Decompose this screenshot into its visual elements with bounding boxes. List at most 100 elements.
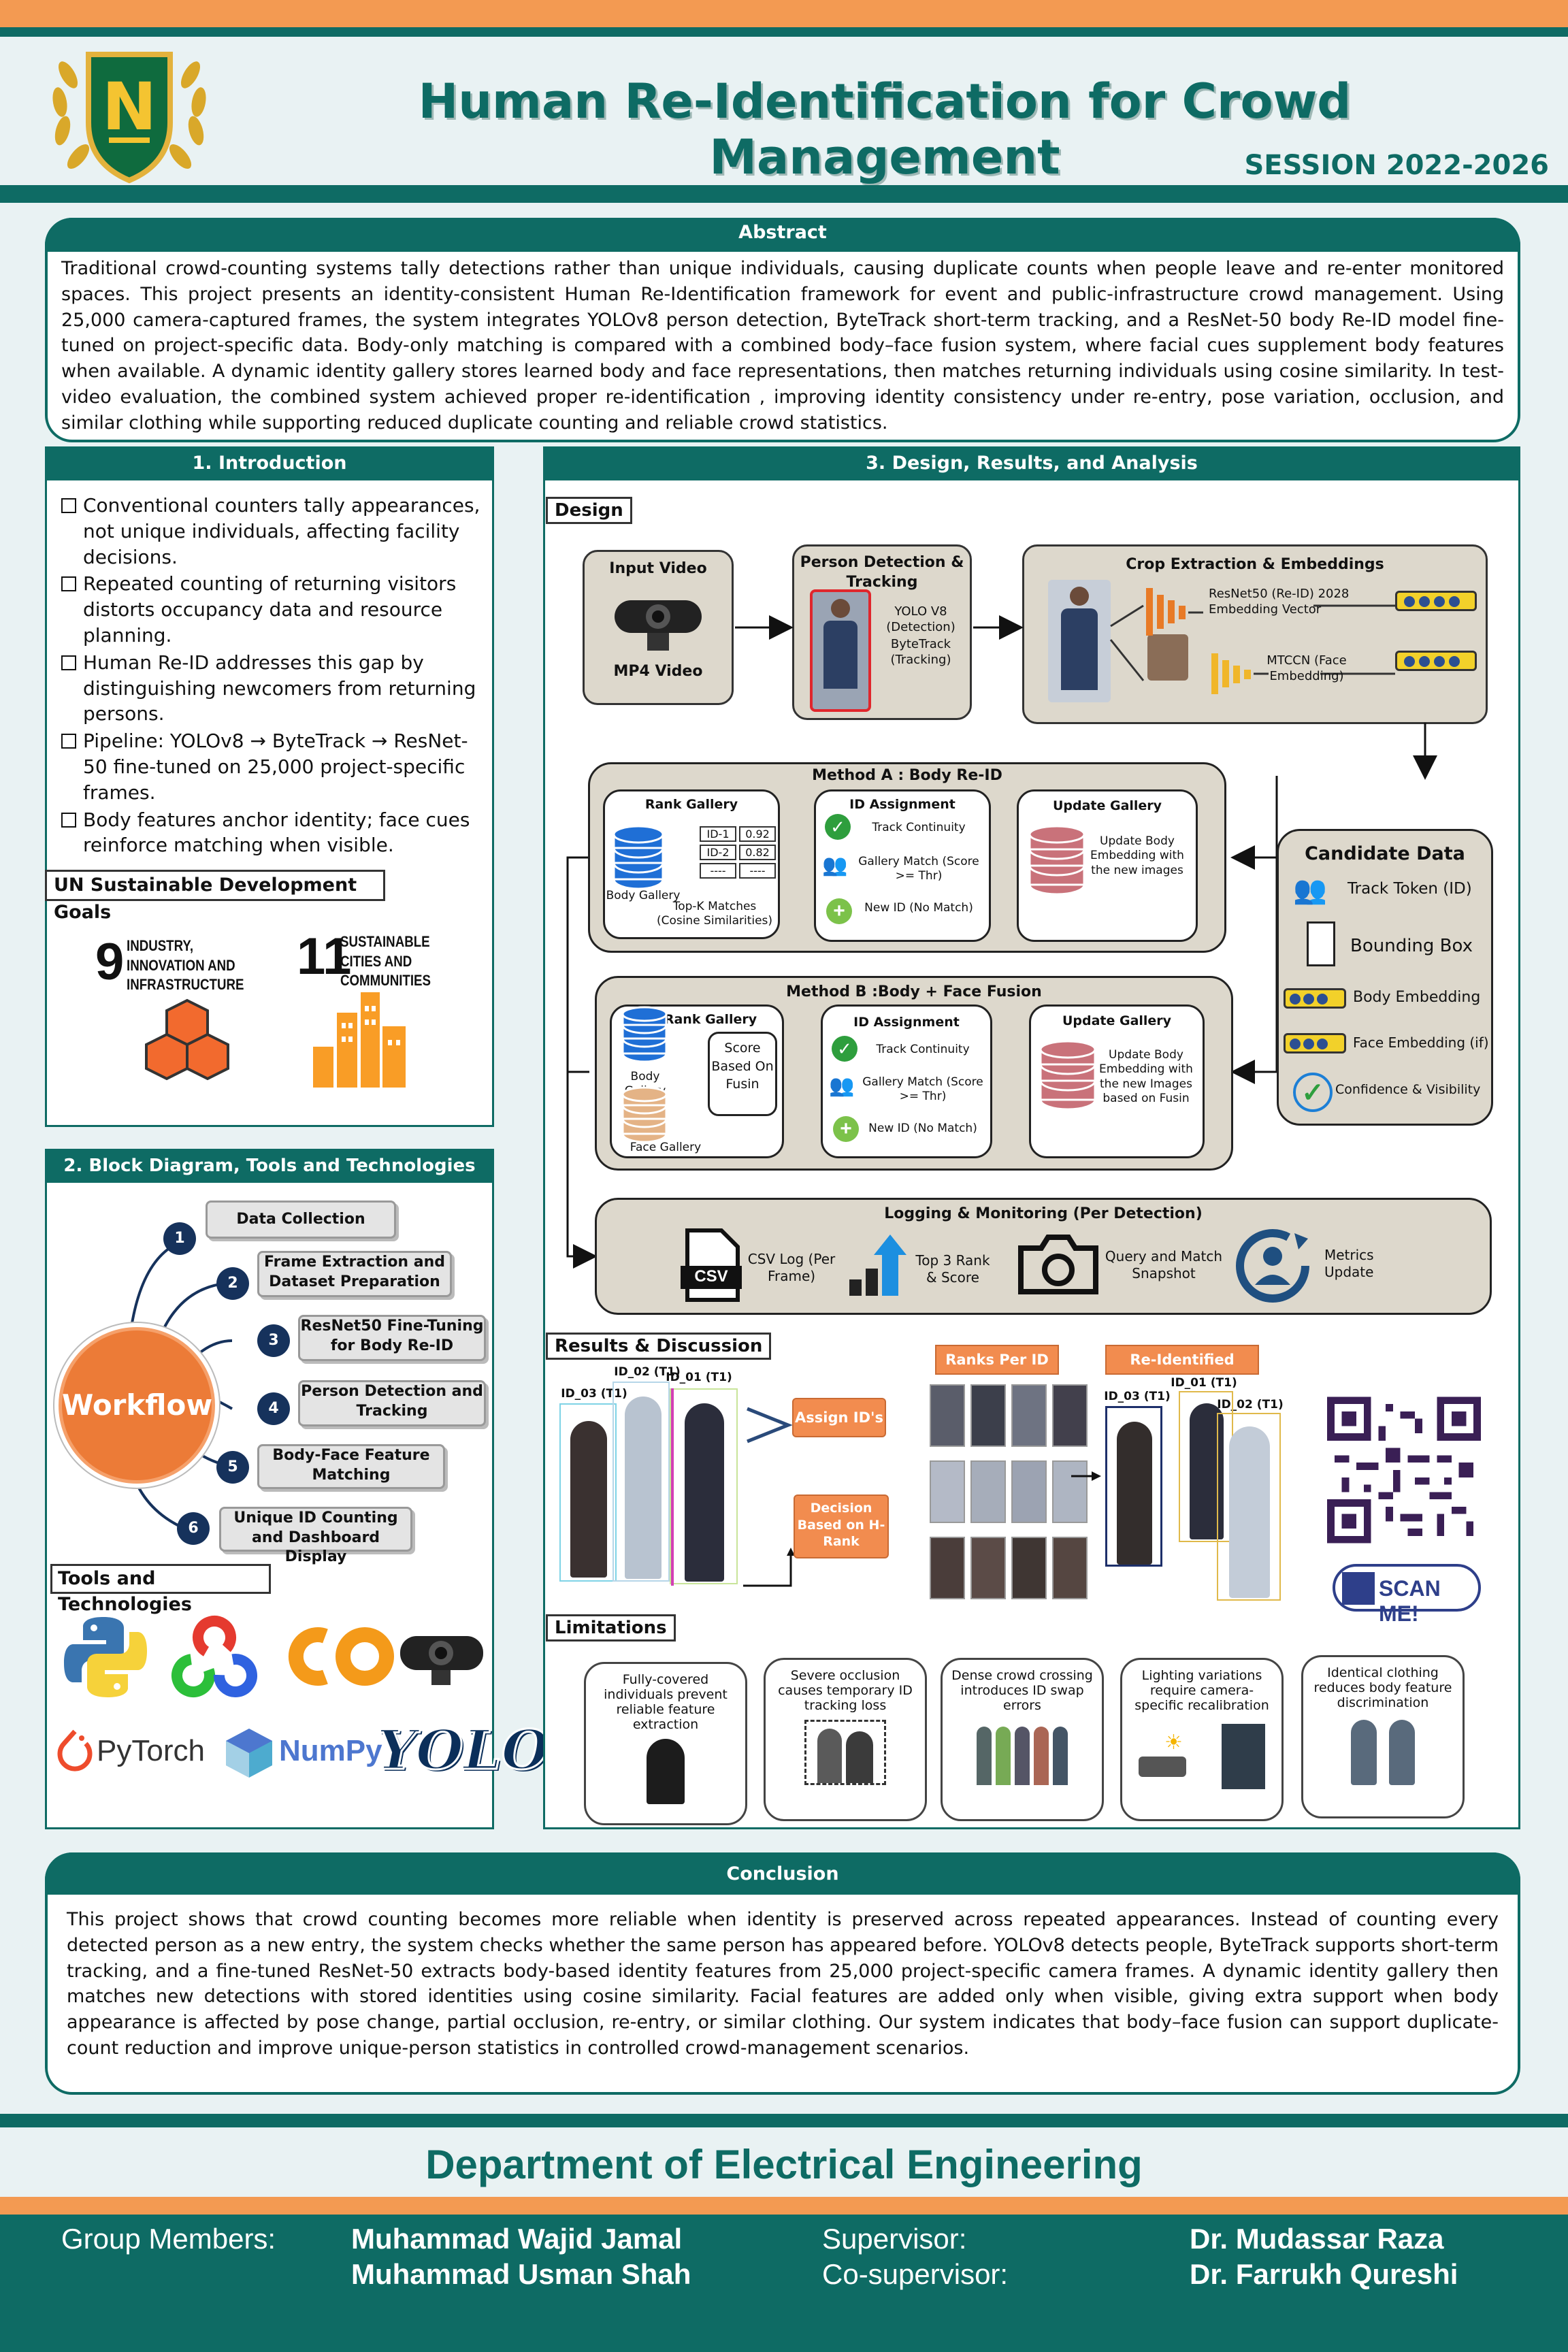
- result-box-id02: [612, 1382, 670, 1582]
- step-number: 2: [216, 1267, 249, 1300]
- session-label: SESSION 2022-2026: [1244, 150, 1550, 181]
- rank-gallery-b-title: Rank Gallery: [664, 1012, 757, 1027]
- reid-id-03: ID_03 (T1): [1104, 1390, 1171, 1403]
- intro-item: Repeated counting of returning visitors …: [59, 571, 480, 648]
- step-person-detection: Person Detection and Tracking: [298, 1380, 486, 1426]
- step-number: 4: [257, 1392, 290, 1425]
- gallery-match-label: Gallery Match (Score >= Thr): [858, 855, 979, 883]
- top-orange-bar: [0, 0, 1568, 27]
- rank-chart-icon: [847, 1230, 908, 1302]
- metrics-update-icon: [1232, 1224, 1313, 1309]
- footer-panel: [0, 2215, 1568, 2352]
- pytorch-logo: [54, 1727, 95, 1778]
- reid-box-id02: [1217, 1413, 1281, 1601]
- id-assignment-title: ID Assignment: [849, 797, 956, 812]
- qr-code[interactable]: [1327, 1396, 1481, 1544]
- detection-title: Person Detection & Tracking: [800, 554, 964, 591]
- ranks-per-id-tag: Ranks Per ID: [935, 1345, 1059, 1375]
- webcam-icon: [610, 589, 706, 657]
- abstract-heading: Abstract: [738, 222, 827, 243]
- limitation-card: Severe occlusion causes temporary ID tra…: [764, 1658, 927, 1821]
- step-frame-extraction: Frame Extraction and Dataset Preparation: [257, 1251, 452, 1297]
- rank-gallery-title: Rank Gallery: [644, 797, 738, 812]
- database-icon: [1028, 823, 1086, 902]
- numpy-label: NumPy: [279, 1734, 382, 1767]
- intro-list: Conventional counters tally appearances,…: [59, 493, 480, 860]
- limitation-card: Identical clothing reduces body feature …: [1301, 1655, 1465, 1818]
- qr-mini-icon: [1342, 1572, 1375, 1605]
- department-name: Department of Electrical Engineering: [425, 2142, 1143, 2187]
- new-id-label: New ID (No Match): [864, 901, 973, 915]
- block-heading: 2. Block Diagram, Tools and Technologies: [45, 1149, 494, 1183]
- crowd-icon: [949, 1727, 1095, 1785]
- limitation-card: Fully-covered individuals prevent reliab…: [584, 1662, 747, 1825]
- limitation-text: Severe occlusion causes temporary ID tra…: [778, 1668, 913, 1713]
- check-icon: ✓: [832, 1036, 858, 1062]
- crop-network-icons: [1109, 588, 1395, 694]
- update-a-text: Update Body Embedding with the new image…: [1090, 834, 1184, 877]
- input-video-node: Input Video MP4 Video: [583, 550, 734, 705]
- detect-bytetrack: ByteTrack (Tracking): [890, 637, 951, 667]
- conclusion-heading: Conclusion: [726, 1863, 839, 1884]
- logo-letter: N: [102, 69, 157, 145]
- pytorch-label: PyTorch: [97, 1734, 205, 1767]
- reid-id-02: ID_02 (T1): [1217, 1398, 1284, 1411]
- bounding-box-icon: [1307, 921, 1335, 966]
- candidate-confidence: Confidence & Visibility: [1335, 1082, 1481, 1097]
- step-number: 6: [177, 1512, 210, 1545]
- plus-icon: +: [826, 898, 852, 924]
- step-number: 3: [257, 1324, 290, 1357]
- members-label: Group Members:: [61, 2223, 276, 2255]
- step-unique-id-counting: Unique ID Counting and Dashboard Display: [219, 1507, 412, 1565]
- body-gallery-label: Body Gallery: [606, 889, 681, 902]
- plus-icon: +: [833, 1116, 859, 1142]
- lighting-camera-icon: ☀: [1129, 1717, 1275, 1792]
- reid-id-01: ID_01 (T1): [1171, 1376, 1237, 1390]
- method-a-title: Method A : Body Re-ID: [812, 767, 1002, 784]
- face-database-icon: [621, 1085, 668, 1149]
- sdg11-text: SUSTAINABLE CITIES AND COMMUNITIES: [340, 933, 431, 990]
- candidate-track-token: Track Token (ID): [1348, 880, 1472, 898]
- group-icon: 👥: [1293, 875, 1327, 905]
- id-assignment-b: ID Assignment: [821, 1004, 992, 1158]
- identical-clothing-icon: [1310, 1720, 1456, 1785]
- intro-heading: 1. Introduction: [45, 446, 494, 480]
- poster-title: Human Re-Identification for Crowd Manage…: [418, 74, 1352, 185]
- crop-resnet-label: ResNet50 (Re-ID) 2028 Embedding Vector: [1209, 587, 1350, 617]
- input-video-caption: MP4 Video: [613, 663, 703, 680]
- topk-label: Top-K Matches (Cosine Similarities): [656, 900, 773, 928]
- database-icon: [1039, 1039, 1097, 1117]
- crop-person-image: [1048, 580, 1111, 702]
- reid-box-id03: [1105, 1406, 1162, 1567]
- body-embedding-icon: [1284, 988, 1346, 1009]
- method-b-title: Method B :Body + Face Fusion: [786, 983, 1042, 1000]
- log-csv: CSV Log (Per Frame): [747, 1251, 836, 1284]
- member-name: Muhammad Wajid Jamal: [351, 2223, 683, 2255]
- result-id-03: ID_03 (T1): [561, 1387, 627, 1401]
- log-rank: Top 3 Rank & Score: [915, 1252, 990, 1286]
- camera-icon: [1014, 1232, 1102, 1301]
- face-embedding-icon: [1395, 651, 1477, 671]
- conclusion-text: This project shows that crowd counting b…: [67, 1909, 1499, 2059]
- introduction-panel: [45, 446, 494, 1127]
- step-number: 5: [216, 1451, 249, 1484]
- log-snapshot: Query and Match Snapshot: [1105, 1248, 1223, 1281]
- scan-me-label: SCAN ME!: [1379, 1576, 1441, 1626]
- coco-icon: [278, 1616, 400, 1701]
- result-box-id01: [670, 1388, 738, 1584]
- sdg11-city-icon: [306, 985, 415, 1098]
- python-icon: [61, 1613, 150, 1705]
- supervisor-name: Dr. Mudassar Raza: [1190, 2223, 1444, 2255]
- intro-item: Pipeline: YOLOv8 → ByteTrack → ResNet-50…: [59, 728, 480, 805]
- university-logo: N: [41, 34, 218, 191]
- workflow-center: Workflow: [59, 1327, 215, 1484]
- sdg9-number: 9: [95, 933, 125, 991]
- candidate-title: Candidate Data: [1305, 843, 1465, 864]
- candidate-bounding-box: Bounding Box: [1350, 936, 1473, 956]
- result-arrows: [743, 1407, 795, 1587]
- candidate-face-embedding: Face Embedding (if): [1353, 1034, 1489, 1051]
- supervisor-label: Supervisor:: [822, 2223, 967, 2255]
- step-number: 1: [163, 1222, 196, 1255]
- scan-me-badge: SCAN ME!: [1333, 1564, 1481, 1626]
